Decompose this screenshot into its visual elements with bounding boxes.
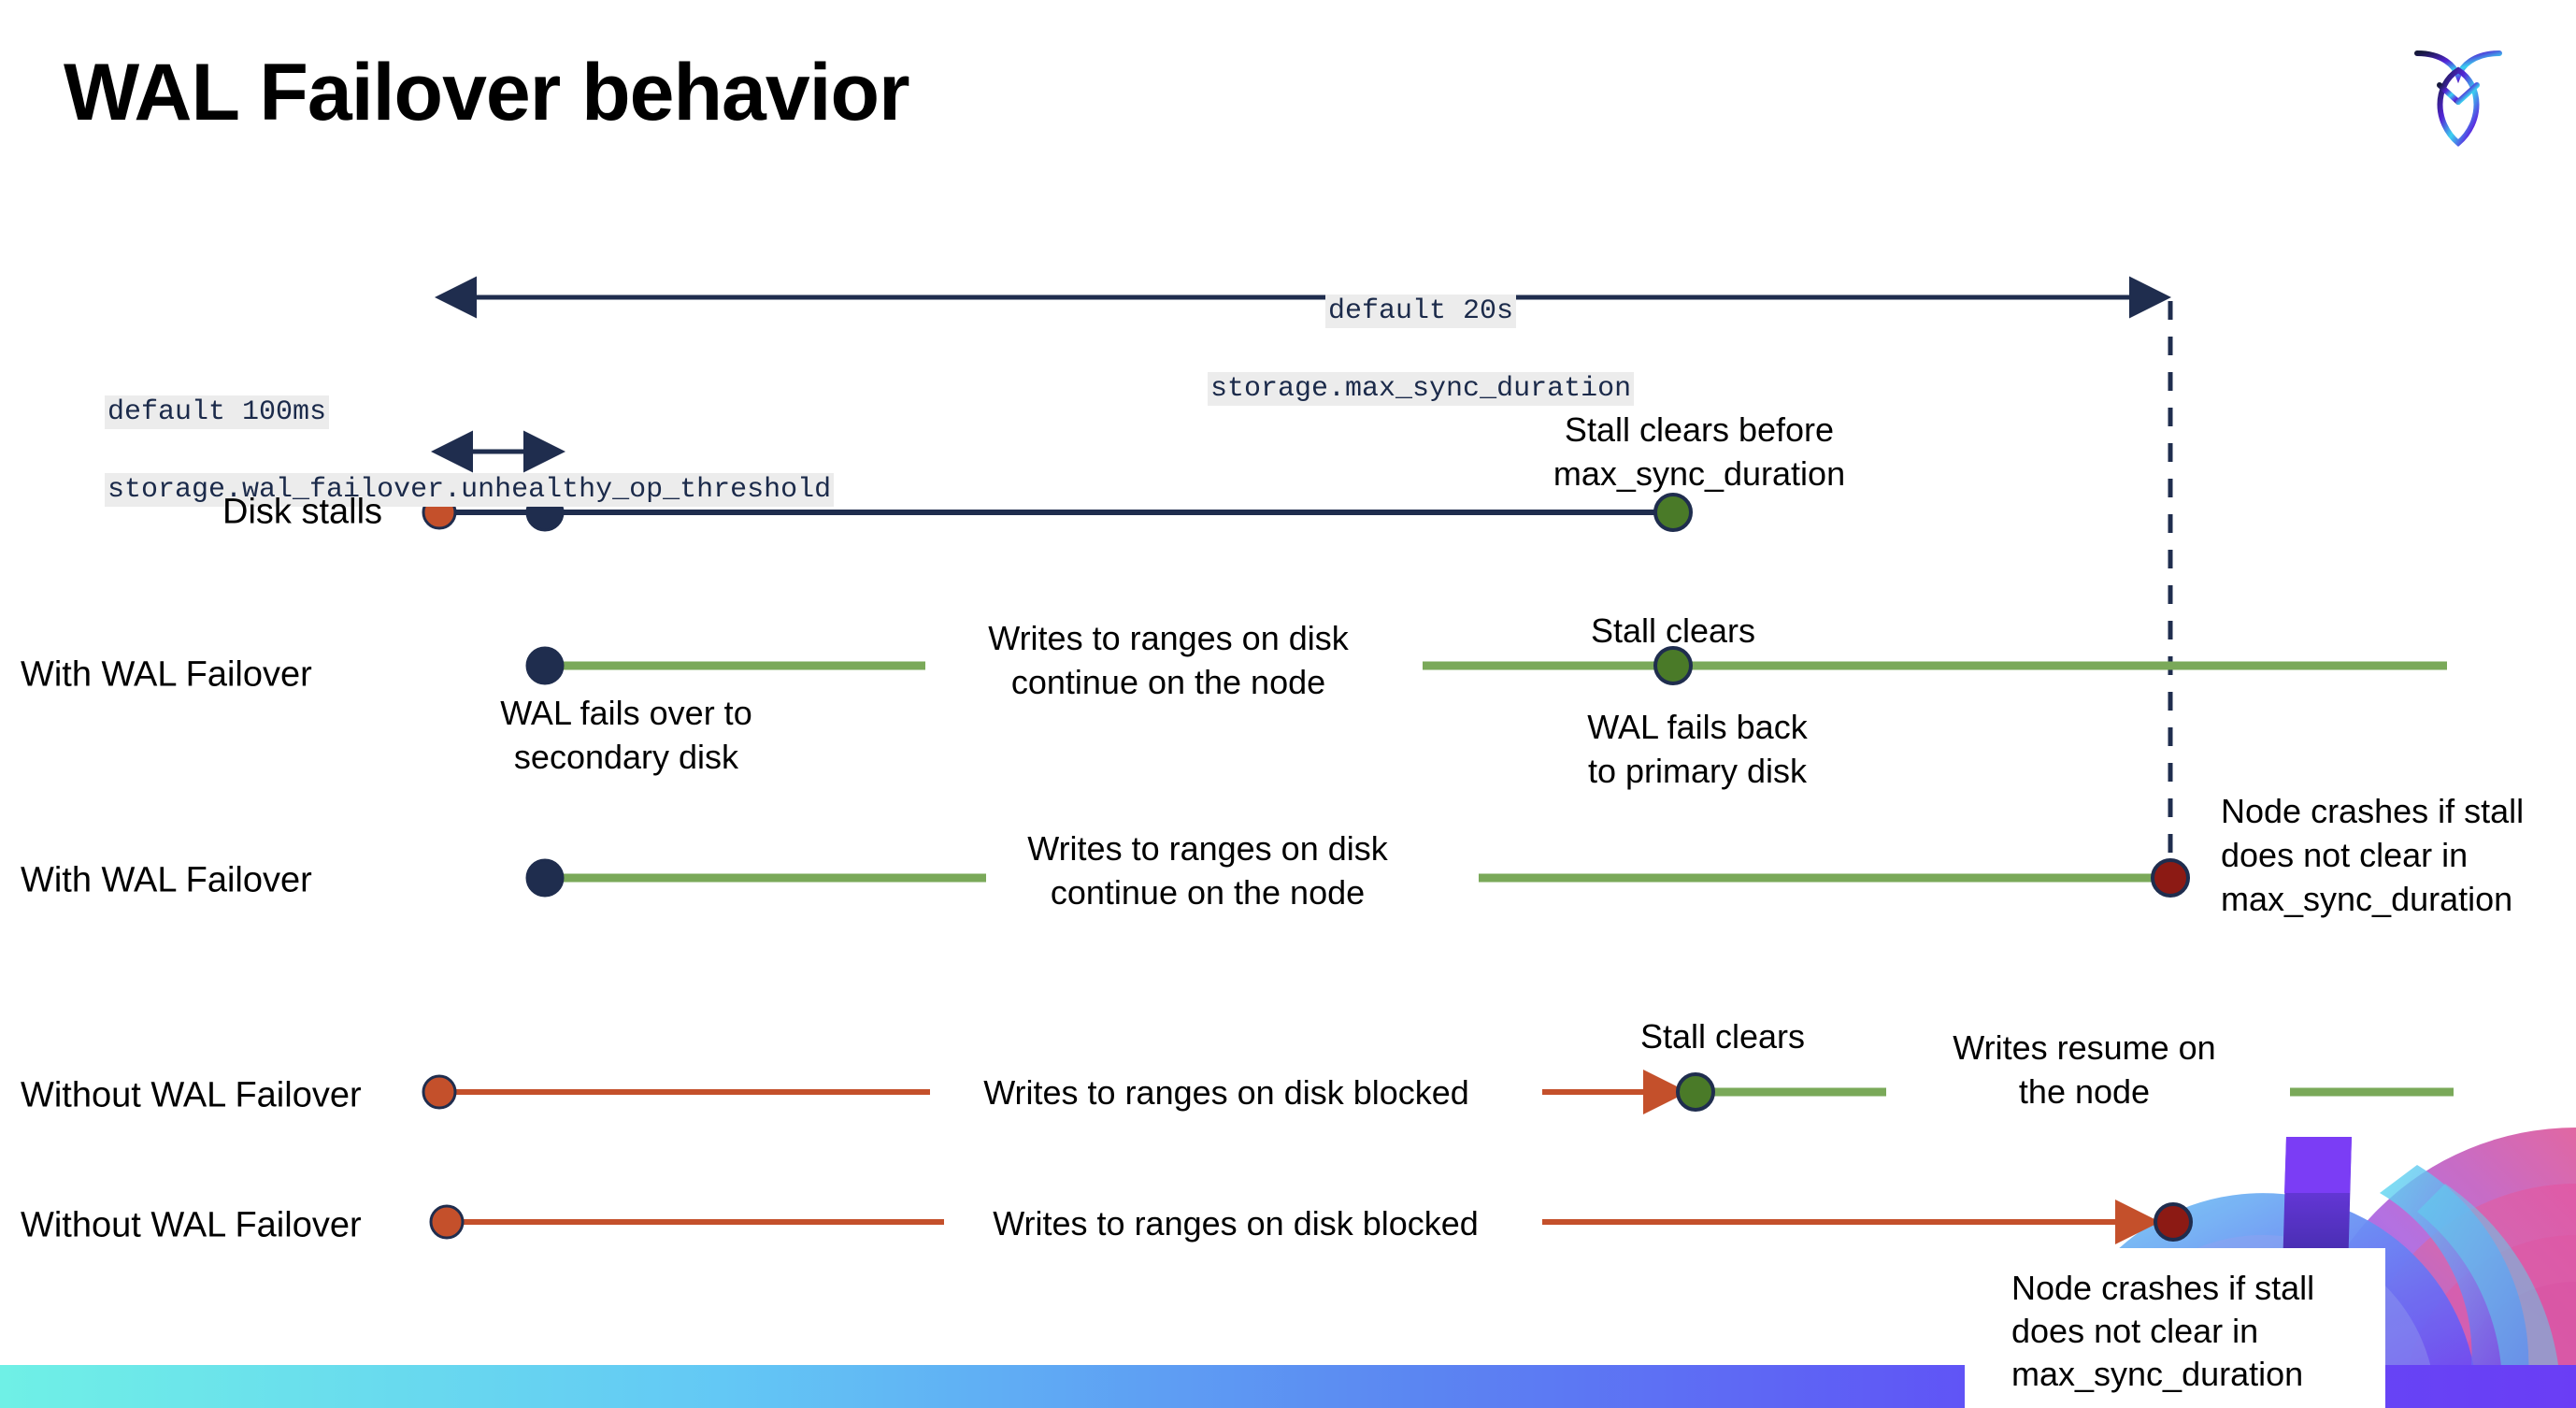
unhealthy-default-label: default 100ms — [105, 395, 330, 430]
row-without-wal-failover-recovers-track — [422, 1070, 2454, 1114]
annotation-writes-blocked-2: Writes to ranges on disk blocked — [993, 1204, 1479, 1243]
row-without-wal-failover-crashes-track — [429, 1200, 2193, 1244]
annotation-node-crashes-2: Node crashes if stall does not clear in … — [2011, 1269, 2315, 1394]
page-title: WAL Failover behavior — [64, 48, 910, 137]
max-sync-setting-name: storage.max_sync_duration — [1208, 372, 1635, 407]
row-with-wal-failover-recovers-track — [525, 646, 2447, 685]
row-label-without-wal-failover-recovers: Without WAL Failover — [21, 1075, 362, 1115]
row-label-disk-stalls: Disk stalls — [222, 492, 383, 532]
annotation-stall-clears-before: Stall clears before max_sync_duration — [1553, 410, 1846, 493]
unhealthy-op-threshold-annotation: default 100ms storage.wal_failover.unhea… — [37, 355, 835, 549]
annotation-writes-resume: Writes resume on the node — [1953, 1028, 2216, 1111]
unhealthy-setting-name: storage.wal_failover.unhealthy_op_thresh… — [105, 473, 835, 508]
annotation-wal-fails-back: WAL fails back to primary disk — [1587, 708, 1808, 790]
annotation-stall-clears: Stall clears — [1590, 611, 1756, 650]
max-sync-default-label: default 20s — [1325, 295, 1517, 329]
max-sync-duration-annotation: default 20s storage.max_sync_duration — [1140, 254, 1635, 448]
cockroachdb-logo-icon — [2402, 33, 2514, 154]
annotation-wal-fails-over: WAL fails over to secondary disk — [500, 694, 752, 776]
annotation-stall-clears-2: Stall clears — [1639, 1017, 1806, 1056]
row-with-wal-failover-crashes-track — [525, 858, 2190, 898]
row-label-with-wal-failover-crashes: With WAL Failover — [21, 860, 312, 900]
annotation-node-crashes-1: Node crashes if stall does not clear in … — [2221, 792, 2525, 918]
row-label-with-wal-failover-recovers: With WAL Failover — [21, 654, 312, 695]
annotation-writes-blocked-1: Writes to ranges on disk blocked — [983, 1073, 1469, 1112]
annotation-writes-continue-2: Writes to ranges on disk continue on the… — [1027, 829, 1388, 912]
row-label-without-wal-failover-crashes: Without WAL Failover — [21, 1205, 362, 1245]
node-crashes-callout-box: Node crashes if stall does not clear in … — [1965, 1248, 2385, 1408]
annotation-writes-continue: Writes to ranges on disk continue on the… — [988, 619, 1349, 701]
